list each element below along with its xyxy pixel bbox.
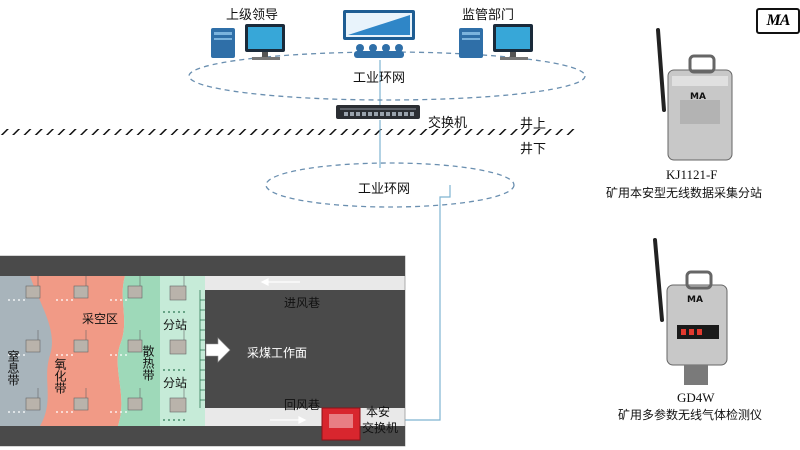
ring-network-top-label: 工业环网	[353, 71, 406, 86]
gd4w-device-label: MA	[687, 295, 703, 305]
return-roadway	[0, 426, 405, 446]
intake-arrow	[260, 278, 300, 286]
heat-zone-label: 散热带	[141, 345, 155, 381]
gd4w-model: GD4W	[677, 390, 715, 405]
switch-label: 交换机	[428, 116, 468, 131]
safe-switch-label-line1: 本安	[366, 405, 391, 419]
gd4w-description: 矿用多参数无线气体检测仪	[618, 408, 763, 422]
substation-upper-label: 分站	[163, 318, 188, 332]
ring-network-bottom-label: 工业环网	[358, 182, 411, 197]
fiber-line	[360, 185, 451, 421]
ground-line	[0, 129, 575, 135]
below-ground-label: 井下	[520, 142, 547, 157]
goaf-label: 采空区	[82, 312, 119, 326]
safe-switch-label-line2: 交换机	[362, 421, 399, 435]
intake-airway-label: 进风巷	[284, 296, 321, 310]
monitoring-center	[343, 10, 415, 58]
supervisor-label: 监管部门	[462, 8, 515, 23]
suffocation-zone-label: 窒息带	[6, 350, 20, 386]
sensor-array	[25, 276, 187, 413]
intrinsically-safe-switch	[321, 407, 361, 441]
leader-label: 上级领导	[226, 8, 279, 23]
leader-computer	[211, 24, 285, 60]
kj1121f-device-label: MA	[690, 92, 706, 102]
ma-certification-logo: MA	[756, 8, 800, 34]
coal-face-label: 采煤工作面	[247, 346, 308, 360]
above-ground-label: 井上	[520, 117, 547, 132]
return-arrow	[270, 416, 307, 424]
substation-lower-label: 分站	[163, 376, 188, 390]
working-face-area	[205, 290, 405, 408]
oxidation-zone-label: 氧化带	[53, 358, 67, 394]
switch-device	[336, 105, 420, 119]
return-airway-label: 回风巷	[284, 398, 321, 412]
intake-roadway	[0, 256, 405, 276]
kj1121f-description: 矿用本安型无线数据采集分站	[606, 186, 763, 200]
kj1121f-model: KJ1121-F	[666, 167, 718, 182]
advance-arrow	[205, 337, 231, 363]
ring-network-bottom	[265, 162, 515, 208]
supervisor-computer	[459, 24, 533, 60]
